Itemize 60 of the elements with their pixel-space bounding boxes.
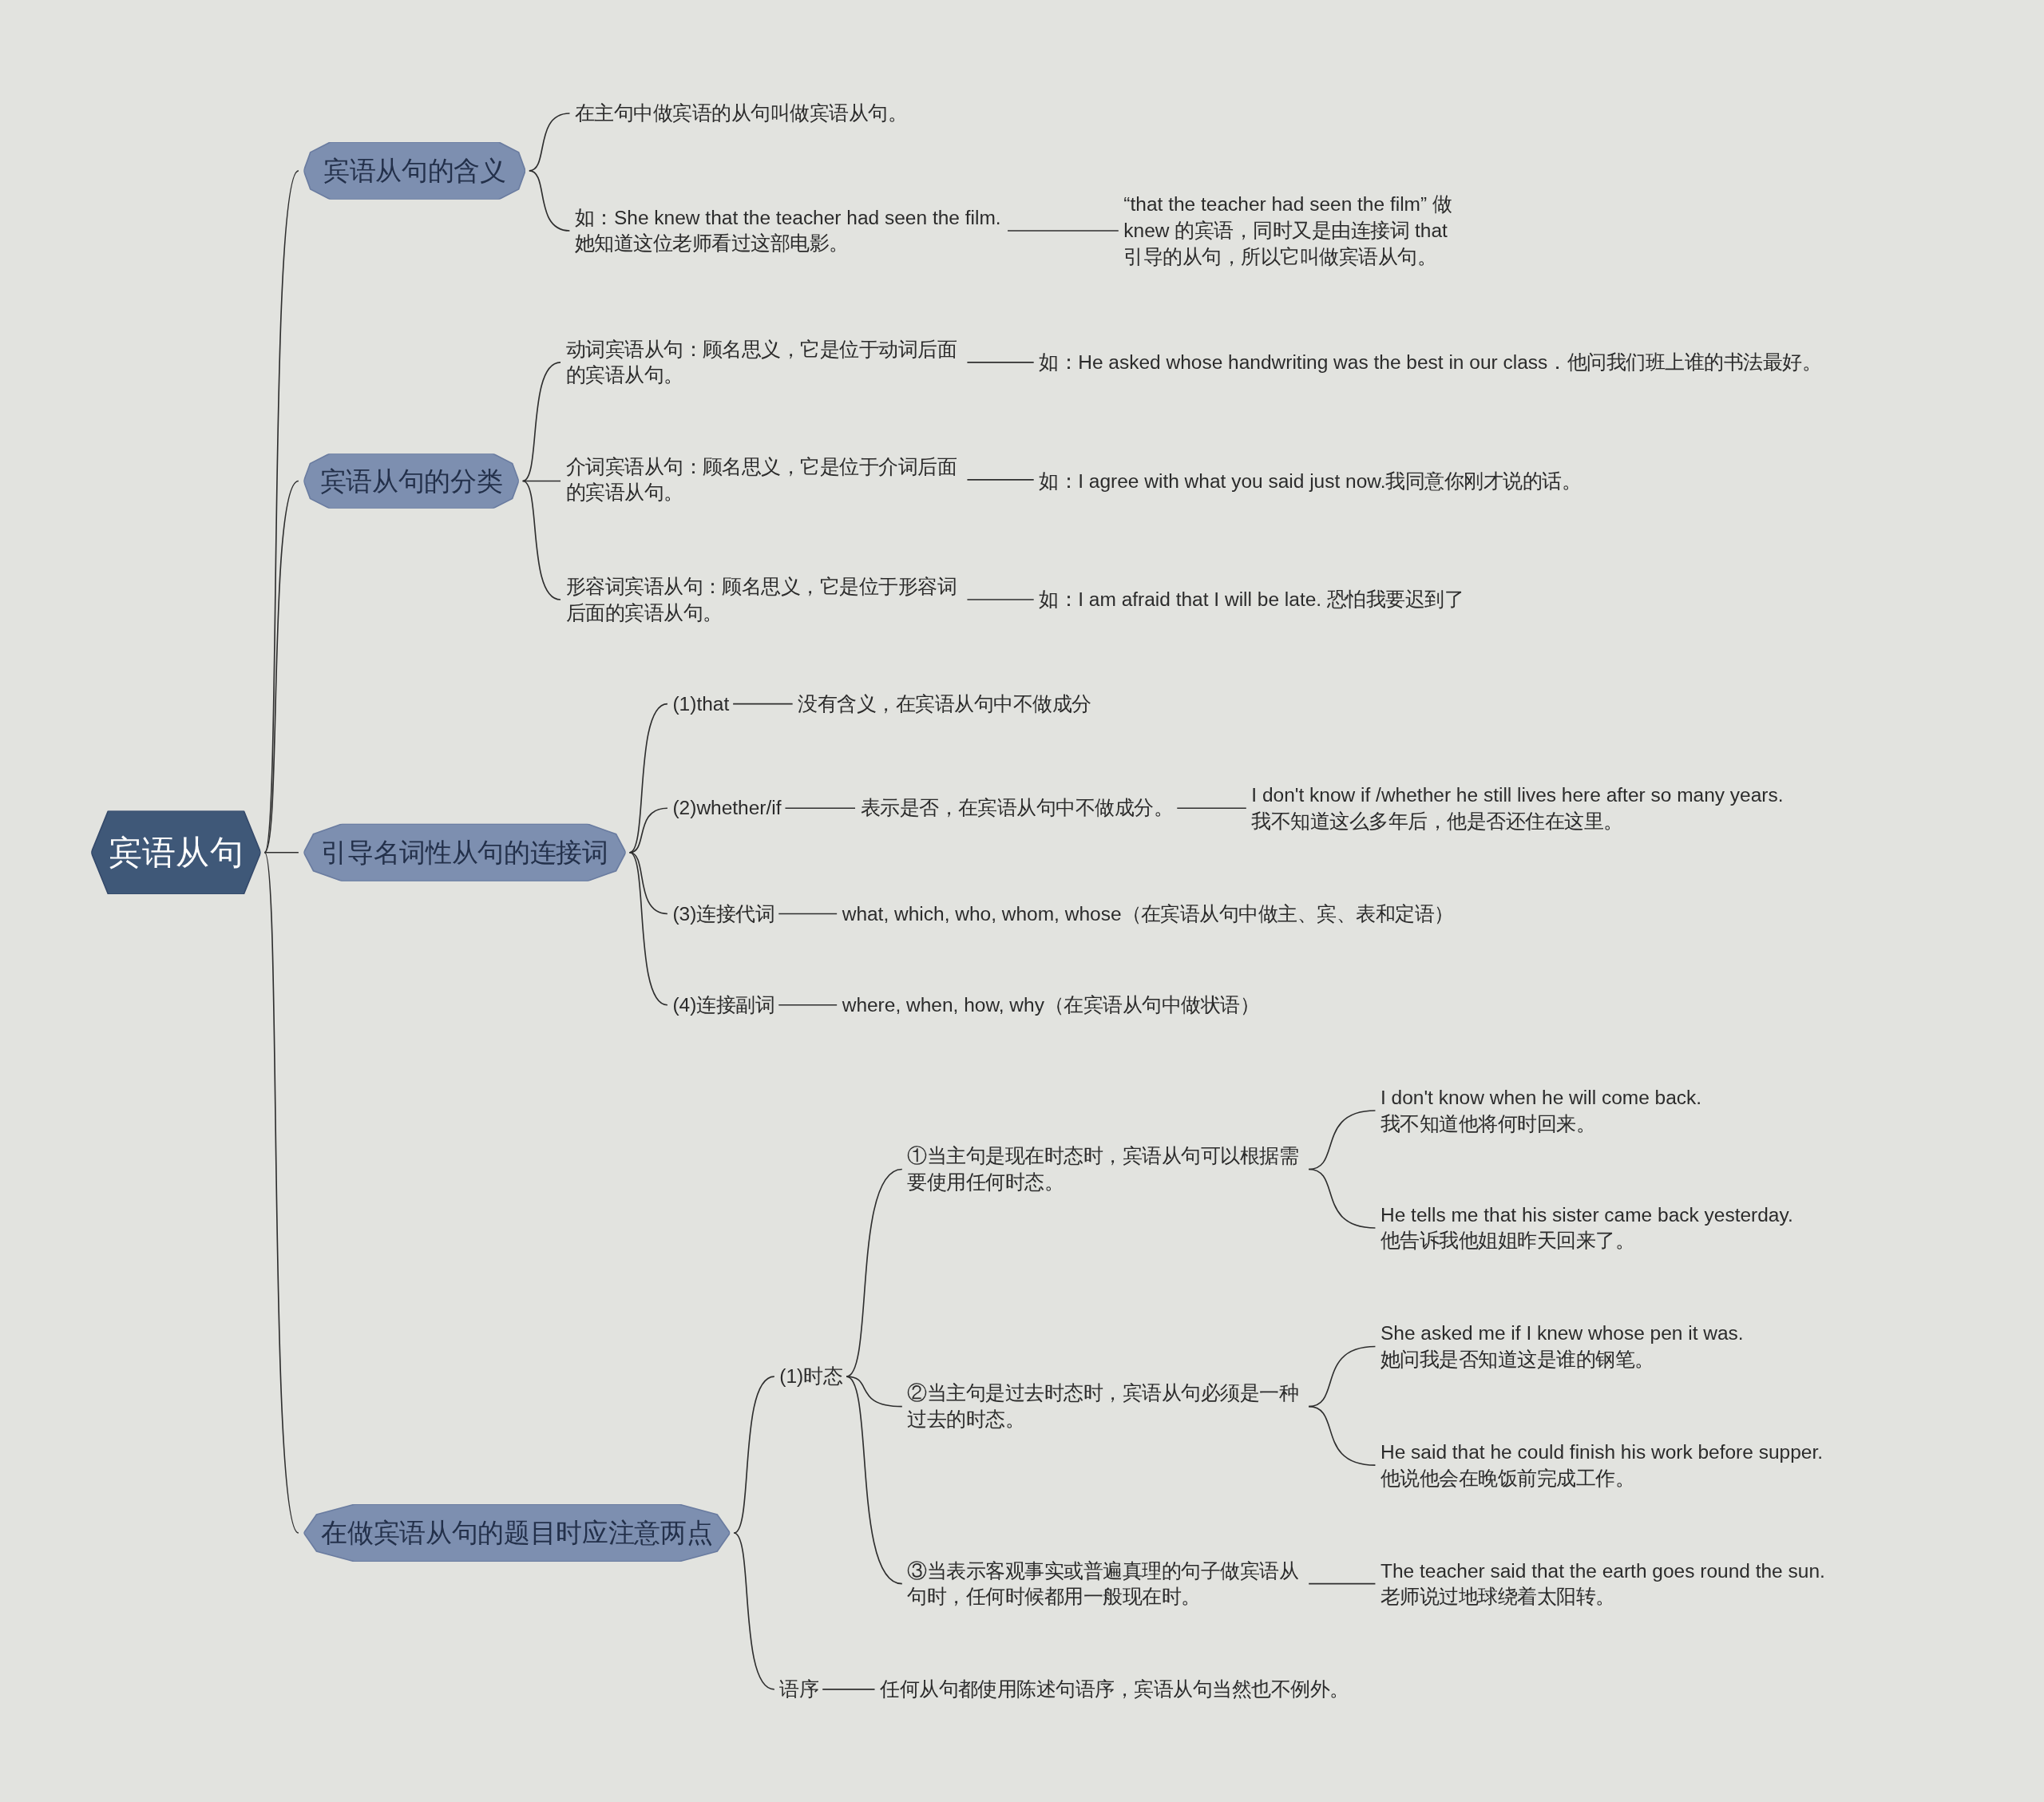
topic-box: 宾语从句的含义: [303, 141, 525, 200]
connector-line: [1308, 1110, 1377, 1170]
branch-text: where, when, how, why（在宾语从句中做状语）: [842, 992, 1260, 1019]
branch-text: 动词宾语从句：顾名思义，它是位于动词后面的宾语从句。: [565, 336, 964, 389]
connector-line: [966, 599, 1035, 600]
connector-line: [1308, 1582, 1377, 1585]
branch-text: (4)连接副词: [672, 992, 775, 1019]
connector-line: [822, 1689, 876, 1690]
connector-line: [521, 362, 561, 482]
branch-text: ③当表示客观事实或普遍真理的句子做宾语从句时，任何时候都用一般现在时。: [907, 1558, 1305, 1610]
branch-text: 如：I agree with what you said just now.我同意你刚才说的话。: [1039, 468, 1582, 494]
connector-line: [966, 479, 1035, 481]
branch-text: 如：She knew that the teacher had seen the film. 她知道这位老师看过这部电影。: [575, 204, 1004, 257]
branch-text: 如：He asked whose handwriting was the best in our class．他问我们班上谁的书法最好。: [1039, 349, 1822, 376]
branch-text: I don't know if /whether he still lives here after so many years. 我不知道这么多年后，他是否还住在这里。: [1251, 782, 1788, 834]
connector-line: [1007, 230, 1119, 232]
branch-text: He said that he could finish his work before supper. 他说他会在晚饭前完成工作。: [1380, 1439, 1827, 1491]
connector-line: [263, 851, 299, 853]
connector-line: [733, 1376, 775, 1534]
topic-box: 引导名词性从句的连接词: [303, 823, 626, 881]
branch-text: (1)that: [672, 691, 730, 717]
central-topic-hexagon: 宾语从句: [91, 810, 261, 894]
branch-text: The teacher said that the earth goes round the sun. 老师说过地球绕着太阳转。: [1380, 1558, 1829, 1610]
branch-text: ②当主句是过去时态时，宾语从句必须是一种过去的时态。: [907, 1380, 1305, 1433]
branch-text: 任何从句都使用陈述句语序，宾语从句当然也不例外。: [880, 1676, 1349, 1703]
connector-line: [1176, 807, 1247, 810]
branch-text: She asked me if I knew whose pen it was. 她问我是否知道这是谁的钢笔。: [1380, 1320, 1747, 1373]
connector-line: [263, 480, 299, 853]
branch-text: I don't know when he will come back. 我不知道他将何时回来。: [1380, 1084, 1705, 1137]
branch-text: (1)时态: [779, 1363, 843, 1390]
branch-text: what, which, who, whom, whose（在宾语从句中做主、宾、表和定语）: [842, 901, 1454, 927]
connector-line: [784, 807, 856, 810]
branch-text: “that the teacher had seen the film” 做 knew 的宾语，同时又是由连接词 that 引导的从句，所以它叫做宾语从句。: [1123, 192, 1452, 270]
branch-text: 形容词宾语从句：顾名思义，它是位于形容词后面的宾语从句。: [565, 573, 964, 626]
branch-text: 如：I am afraid that I will be late. 恐怕我要迟到了: [1039, 586, 1464, 613]
connector-line: [732, 703, 794, 705]
branch-text: (2)whether/if: [672, 794, 782, 822]
branch-text: ①当主句是现在时态时，宾语从句可以根据需要使用任何时态。: [907, 1143, 1305, 1196]
connector-line: [521, 480, 561, 600]
branch-text: 在主句中做宾语的从句叫做宾语从句。: [575, 100, 908, 127]
topic-box: 在做宾语从句的题目时应注意两点: [303, 1504, 731, 1562]
connector-line: [846, 1376, 903, 1408]
connector-line: [846, 1376, 903, 1585]
topic-box: 宾语从句的分类: [303, 453, 519, 509]
connector-line: [628, 703, 668, 853]
connector-line: [733, 1532, 775, 1690]
branch-text: 没有含义，在宾语从句中不做成分: [798, 691, 1091, 717]
branch-text: (3)连接代词: [672, 901, 775, 927]
connector-line: [778, 913, 838, 915]
connector-line: [1308, 1405, 1377, 1466]
connector-line: [778, 1004, 838, 1006]
branch-text: 语序: [779, 1676, 819, 1703]
connector-line: [966, 362, 1035, 363]
branch-text: He tells me that his sister came back yesterday. 他告诉我他姐姐昨天回来了。: [1380, 1202, 1796, 1254]
connector-line: [628, 851, 668, 1006]
branch-text: 表示是否，在宾语从句中不做成分。: [860, 794, 1174, 822]
connector-line: [1308, 1168, 1377, 1229]
connector-line: [529, 170, 571, 232]
connector-line: [263, 851, 299, 1534]
branch-text: 介词宾语从句：顾名思义，它是位于介词后面的宾语从句。: [565, 453, 964, 506]
